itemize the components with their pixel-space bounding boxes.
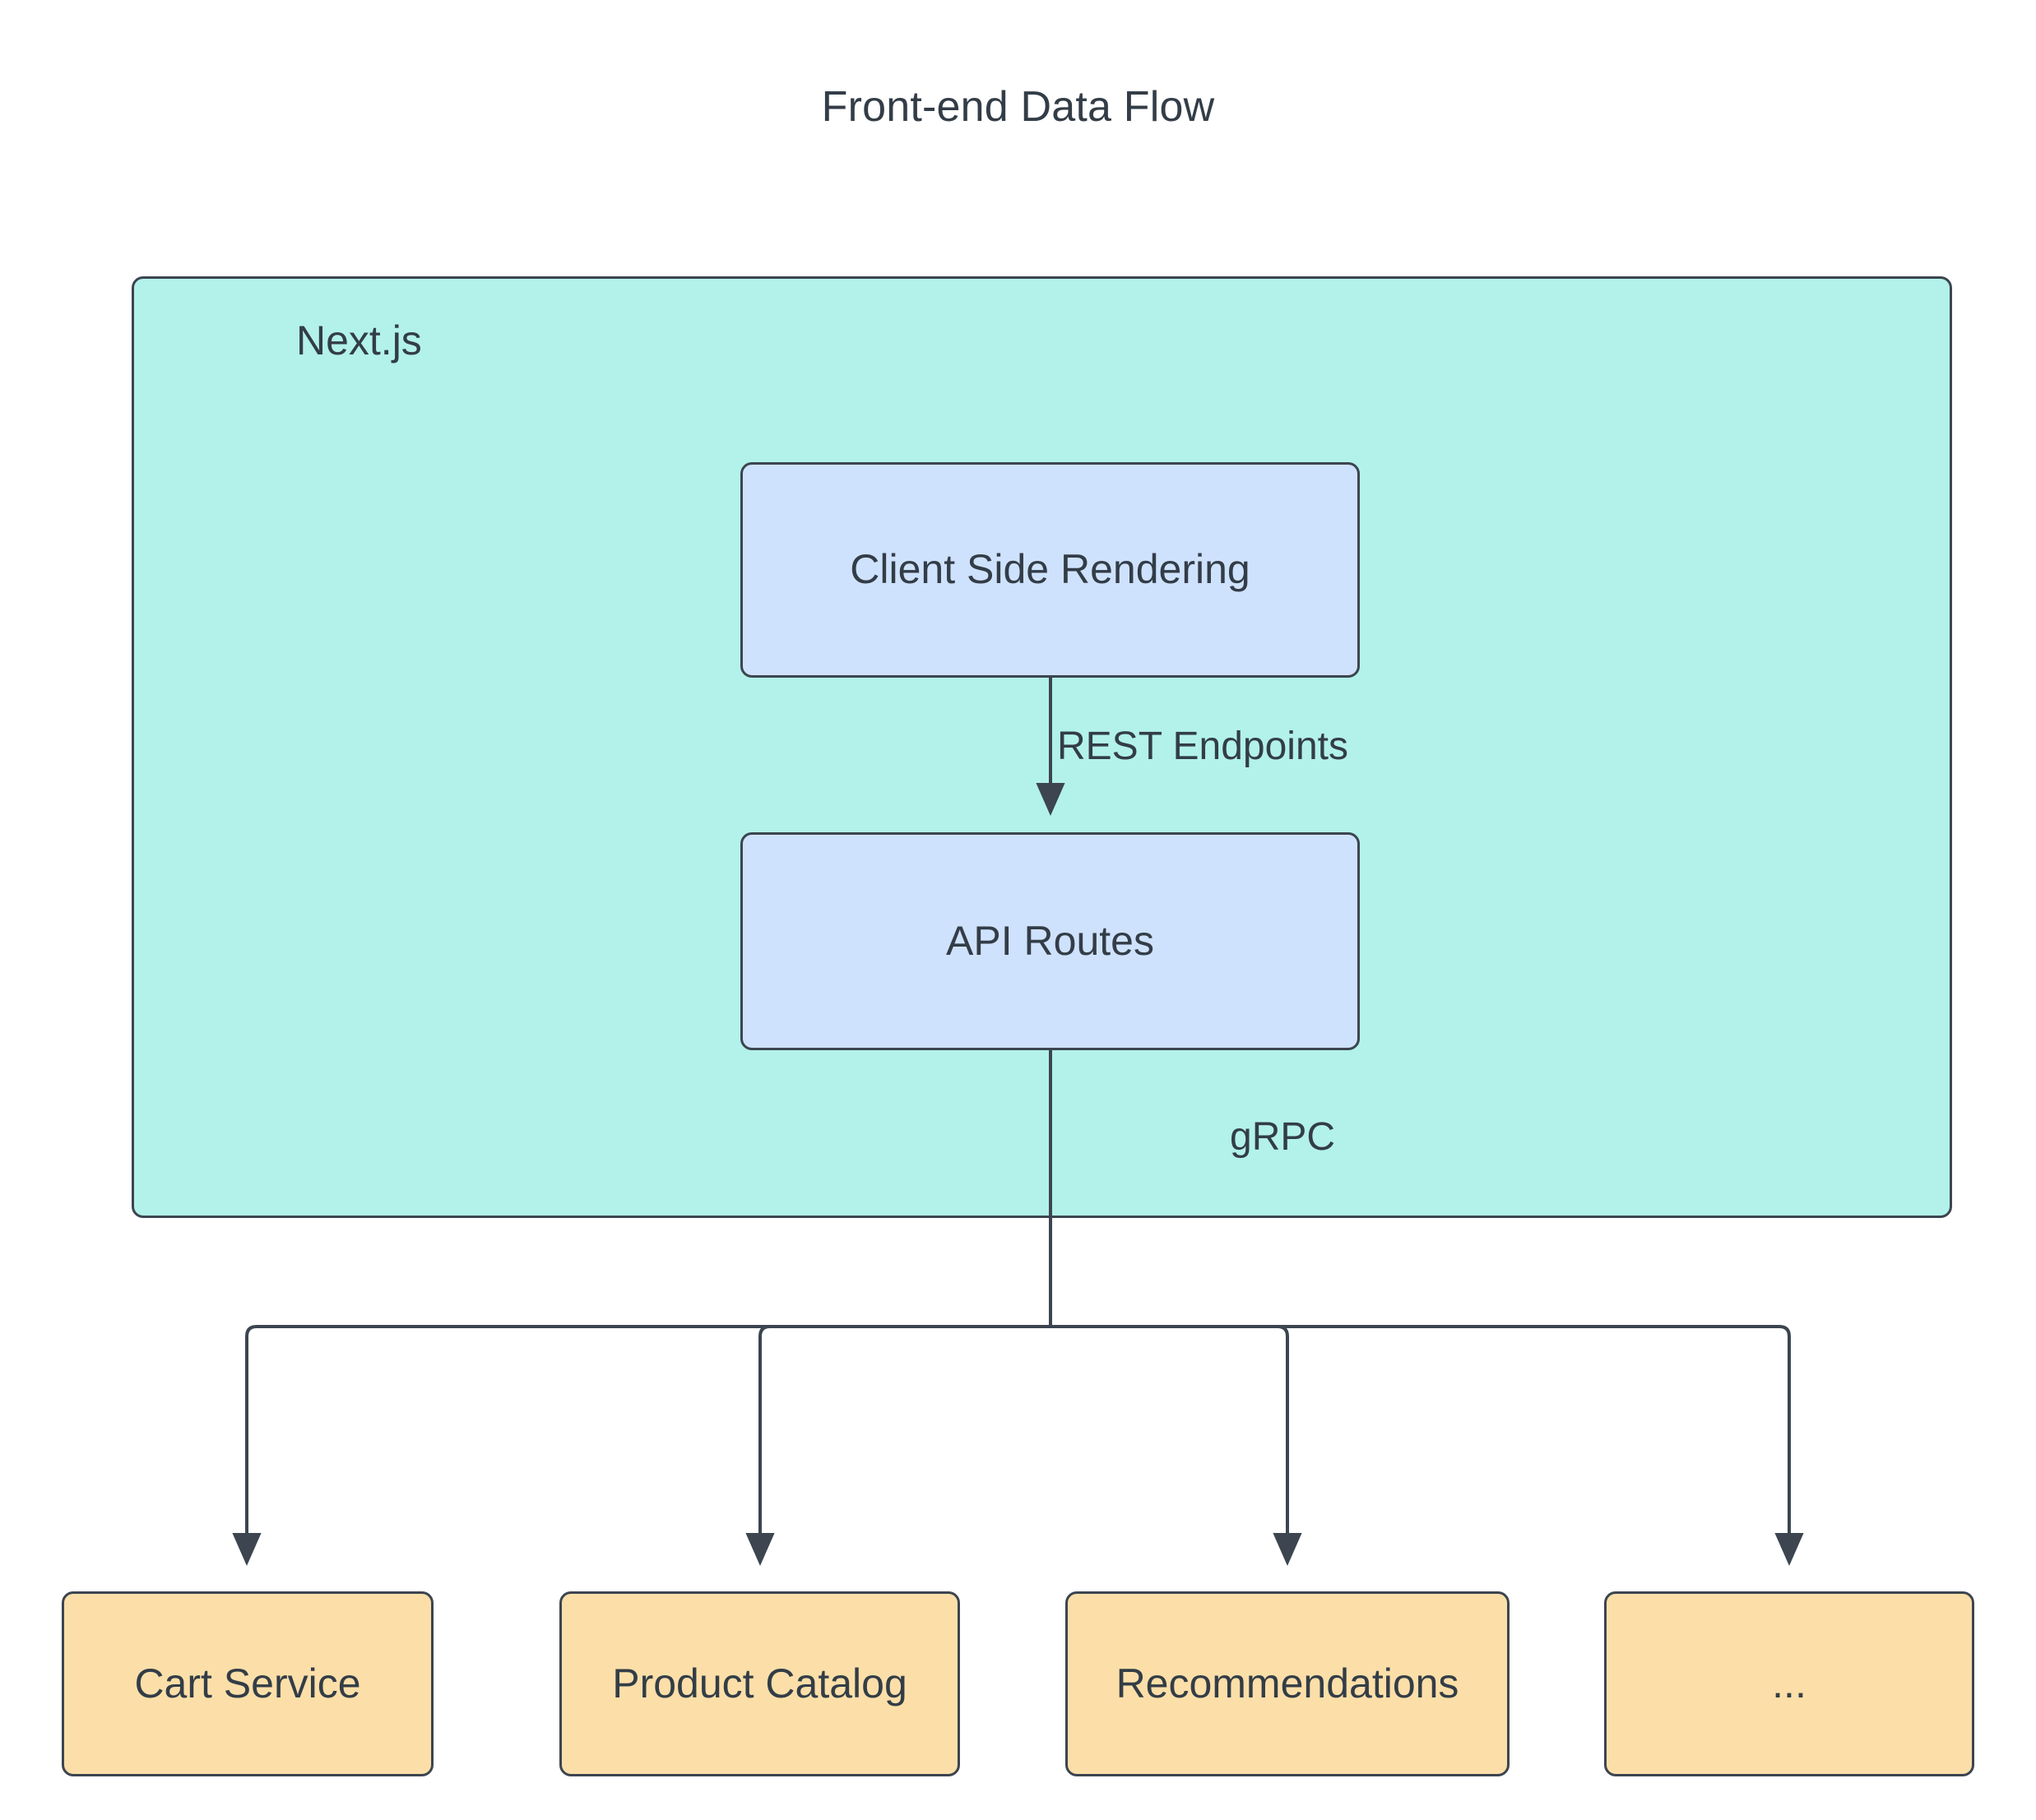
page-title: Front-end Data Flow	[821, 83, 1215, 131]
cluster-nextjs	[132, 276, 1952, 1218]
edge-label-rest-endpoints: REST Endpoints	[1057, 725, 1348, 768]
node-recommendations[interactable]: Recommendations	[1065, 1591, 1510, 1776]
node-api-routes[interactable]: API Routes	[740, 832, 1360, 1050]
node-client-side-rendering[interactable]: Client Side Rendering	[740, 462, 1360, 678]
node-more-services[interactable]: ...	[1604, 1591, 1974, 1776]
cluster-nextjs-label: Next.js	[296, 317, 422, 364]
node-product-catalog[interactable]: Product Catalog	[559, 1591, 960, 1776]
edge-api-to-reco	[1050, 1325, 1302, 1566]
edge-label-grpc: gRPC	[1230, 1115, 1336, 1159]
edge-api-to-more	[1050, 1325, 1804, 1566]
node-cart-service[interactable]: Cart Service	[62, 1591, 434, 1776]
edge-api-to-cart	[232, 1325, 1050, 1566]
edge-api-to-catalog	[745, 1325, 1050, 1566]
